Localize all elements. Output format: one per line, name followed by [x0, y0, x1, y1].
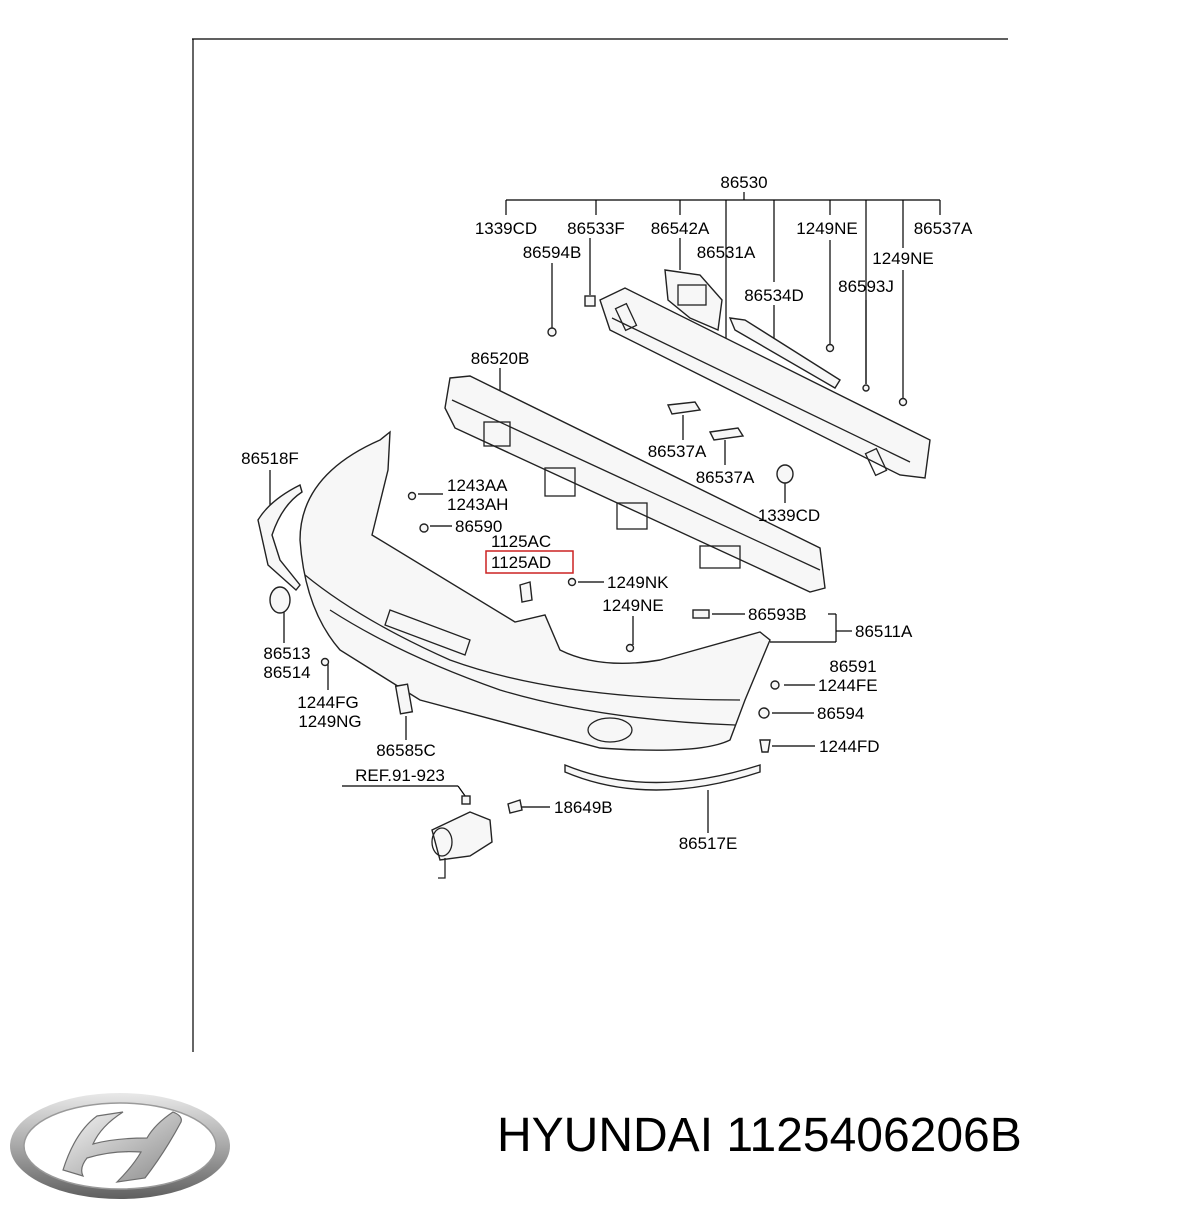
bumper-reinforcement-86530 [599, 287, 931, 479]
label-1339CD-mid: 1339CD [758, 506, 820, 525]
bumper-cover-86511A [299, 430, 771, 751]
label-86542A: 86542A [651, 219, 710, 238]
fasteners [320, 327, 908, 753]
label-1244FD: 1244FD [819, 737, 879, 756]
cap-1339CD [776, 464, 794, 484]
label-REF-91-923: REF.91-923 [355, 766, 445, 785]
label-86513: 86513 [263, 644, 310, 663]
label-86514: 86514 [263, 663, 310, 682]
pads-86537A [666, 401, 745, 441]
label-86520B: 86520B [471, 349, 530, 368]
label-1249NG: 1249NG [298, 712, 361, 731]
label-1249NE-3: 1249NE [602, 596, 663, 615]
bracket-86585C [394, 683, 414, 715]
label-86533F: 86533F [567, 219, 625, 238]
leader-lines [269, 192, 941, 833]
fog-lamp-ref [431, 795, 493, 879]
label-1244FE: 1244FE [818, 676, 878, 695]
label-86511A: 86511A [855, 622, 913, 641]
label-86537A-mid1: 86537A [648, 442, 707, 461]
label-86594: 86594 [817, 704, 864, 723]
label-86517E: 86517E [679, 834, 738, 853]
label-86531A: 86531A [697, 243, 756, 262]
fog-ring-86513 [269, 586, 291, 614]
label-86585C: 86585C [376, 741, 436, 760]
label-1249NE-top: 1249NE [796, 219, 857, 238]
bulb-18649B [507, 799, 523, 814]
label-1249NE-2: 1249NE [872, 249, 933, 268]
label-1125AD: 1125AD [491, 553, 551, 572]
label-86530: 86530 [720, 173, 767, 192]
label-86593J: 86593J [838, 277, 894, 296]
highlight-box-1125AD [485, 550, 574, 574]
hyundai-logo-icon [10, 1093, 230, 1199]
brand-part-number-title: HYUNDAI 1125406206B [497, 1109, 1022, 1162]
label-86537A-mid2: 86537A [696, 468, 755, 487]
label-86594B: 86594B [523, 243, 582, 262]
energy-absorber-86520B [444, 375, 826, 593]
label-1249NK: 1249NK [607, 573, 669, 592]
garnish-86518F [257, 483, 303, 592]
label-1125AC: 1125AC [491, 532, 551, 551]
clip-86533F [584, 295, 596, 307]
label-1243AH: 1243AH [447, 495, 508, 514]
label-86593B: 86593B [748, 605, 807, 624]
label-86537A-top: 86537A [914, 219, 973, 238]
label-86534D: 86534D [744, 286, 804, 305]
label-1244FG: 1244FG [297, 693, 358, 712]
bracket-86542A [664, 269, 723, 332]
label-1243AA: 1243AA [447, 476, 508, 495]
label-86591: 86591 [829, 657, 876, 676]
bracket-86534D [728, 317, 841, 389]
label-1339CD-top: 1339CD [475, 219, 537, 238]
label-86590: 86590 [455, 517, 502, 536]
label-18649B: 18649B [554, 798, 613, 817]
molding-86517E [564, 763, 761, 791]
label-86518F: 86518F [241, 449, 299, 468]
part-labels: 86530 1339CD 86533F 86542A 1249NE 86537A… [241, 173, 973, 853]
